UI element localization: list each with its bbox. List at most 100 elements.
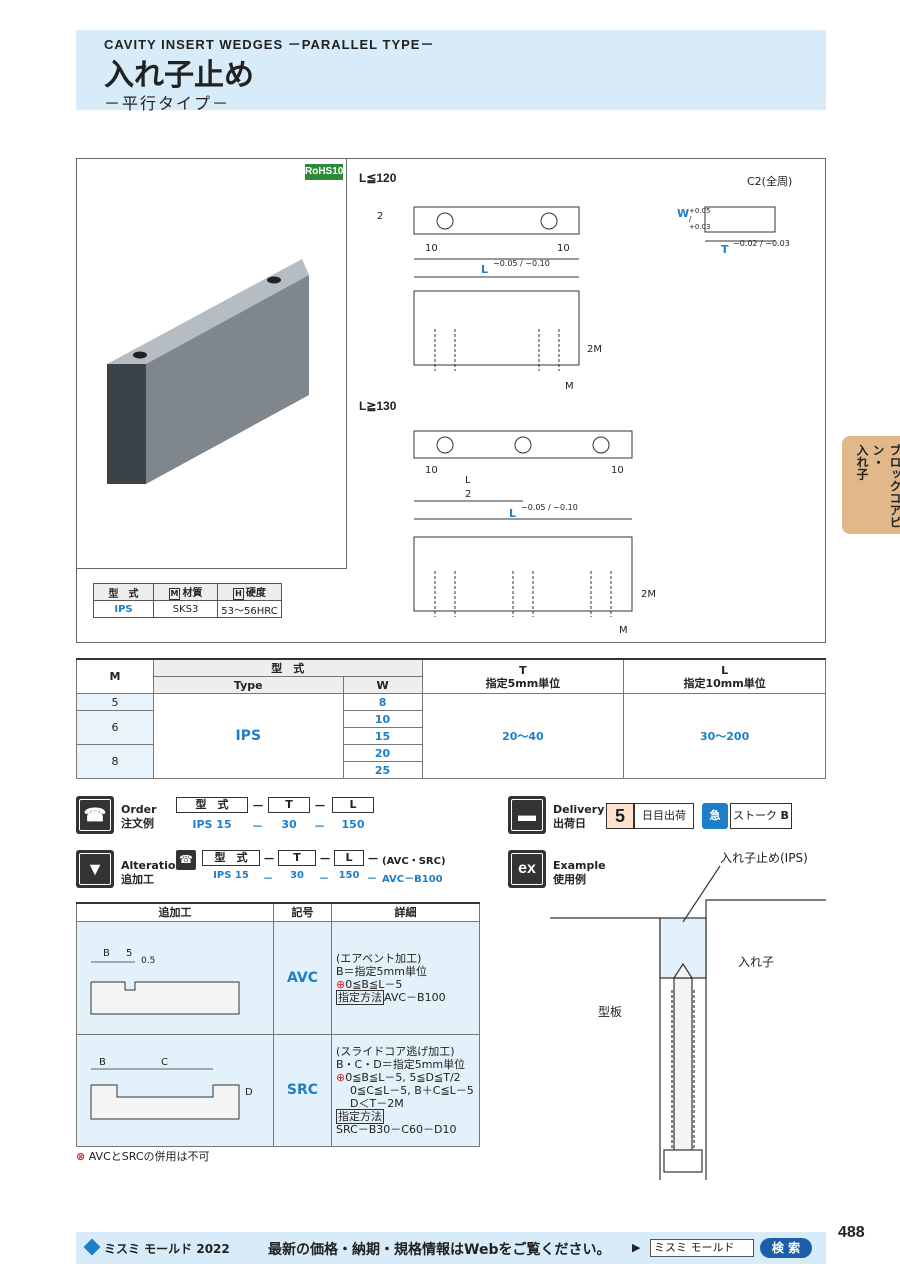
alt-v-dash-1: － <box>263 874 273 885</box>
order-v-dash-2: － <box>314 820 325 833</box>
title-en: CAVITY INSERT WEDGES －PARALLEL TYPE－ <box>104 37 435 52</box>
src-dim-c: C <box>161 1056 168 1068</box>
alt-label-jp: 追加工 <box>121 873 154 886</box>
footer-bar: ミスミ モールド 2022 最新の価格・納期・規格情報はWebをご覧ください。 … <box>76 1232 826 1264</box>
w-8: 8 <box>342 693 423 711</box>
page-subtitle: －平行タイプ－ <box>104 94 231 113</box>
src-dim-d: D <box>245 1086 253 1098</box>
m-6: 6 <box>76 710 154 745</box>
alt-h-l: L <box>334 850 364 866</box>
w-15: 15 <box>342 727 423 745</box>
order-h-t: T <box>268 797 310 813</box>
l-label: L <box>481 263 489 276</box>
ban-note: AVCとSRCの併用は不可 <box>88 1150 210 1163</box>
avc-how-val: AVC－B100 <box>384 990 446 1004</box>
alt-v-option: AVC－B100 <box>382 874 443 885</box>
alt-h-type: 型 式 <box>202 850 260 866</box>
dim-m-2: M <box>619 625 628 636</box>
alt-dash-1: － <box>263 852 276 866</box>
example-callout: 入れ子止め(IPS) <box>720 851 808 865</box>
src-how-val: SRC－B30－C60－D10 <box>336 1122 457 1136</box>
product-image-panel: RoHS10 <box>77 159 347 569</box>
delivery-label-en: Delivery <box>553 803 605 816</box>
spec-h-material: 材質 <box>182 588 203 599</box>
product-image <box>107 259 309 484</box>
w-25: 25 <box>342 761 423 779</box>
alt-dash-2: － <box>319 852 332 866</box>
type-ips: IPS <box>152 693 344 779</box>
w-tolerance: +0.05 / +0.03 <box>689 207 711 231</box>
at-h-alt: 追加工 <box>76 902 274 922</box>
footer-brand: ミスミ モールド 2022 <box>104 1242 230 1256</box>
technical-drawing <box>413 206 776 617</box>
order-v-type: IPS 15 <box>192 818 232 831</box>
chamfer-label: C2(全周) <box>747 175 793 188</box>
order-h-type: 型 式 <box>176 797 248 813</box>
prohibited-icon: ⊗ <box>76 1150 86 1163</box>
alt-v-dash-2: － <box>319 874 329 885</box>
hardness-mark: H <box>233 588 244 600</box>
case1-label: L≦120 <box>359 171 397 185</box>
search-button[interactable]: 検 索 <box>760 1238 812 1258</box>
express-icon: 急 <box>702 803 728 829</box>
page-header: CAVITY INSERT WEDGES －PARALLEL TYPE－ 入れ子… <box>76 30 826 113</box>
alt-v-type: IPS 15 <box>213 870 249 881</box>
delivery-days-text: 日目出荷 <box>634 803 694 829</box>
arrow-right-icon: ▶ <box>632 1241 641 1254</box>
spec-hardness: 53～56HRC <box>217 600 282 618</box>
alt-h-options: (AVC・SRC) <box>382 856 446 867</box>
dim-10-right-2: 10 <box>611 465 624 476</box>
t-tolerance: −0.02 / −0.03 <box>733 239 790 248</box>
avc-dim-05: 0.5 <box>141 955 156 966</box>
w-20: 20 <box>342 744 423 762</box>
order-dash-1: － <box>252 799 265 813</box>
stroke-text: ストーク <box>733 809 778 822</box>
avc-line2: B＝指定5mm単位 <box>336 964 427 978</box>
l-range: 30～200 <box>623 693 826 779</box>
avc-code: AVC <box>273 920 332 1035</box>
h-l: L <box>721 663 729 677</box>
category-side-tab[interactable]: ブロックコアピン・ 入れ子 <box>842 436 900 534</box>
h-l-sub: 指定10mm単位 <box>683 676 766 690</box>
alt-dash-3: － <box>367 852 380 866</box>
l-tolerance: −0.05 / −0.10 <box>493 259 550 268</box>
t-range: 20～40 <box>421 693 625 779</box>
src-line1: (スライドコア逃げ加工) <box>336 1044 455 1058</box>
t-label: T <box>721 243 729 256</box>
example-icon: ex <box>508 850 546 888</box>
src-line4: 0≦C≦L－5, B＋C≦L－5 <box>350 1083 474 1097</box>
h-t: T <box>519 663 527 677</box>
h-t-sub: 指定5mm単位 <box>485 676 561 690</box>
at-h-code: 記号 <box>273 902 332 922</box>
rohs-badge: RoHS10 <box>305 164 343 180</box>
half-l-num: L <box>465 475 471 486</box>
w-10: 10 <box>342 710 423 728</box>
order-dash-2: － <box>314 799 327 813</box>
m-8: 8 <box>76 744 154 779</box>
order-label-jp: 注文例 <box>121 817 154 830</box>
avc-how: 指定方法 <box>336 989 384 1005</box>
footer-message: 最新の価格・納期・規格情報はWebをご覧ください。 <box>268 1242 611 1258</box>
case2-label: L≧130 <box>359 399 397 413</box>
phone-icon: ☎ <box>76 796 114 834</box>
order-v-l: 150 <box>341 818 365 831</box>
side-tab-line2: 入れ子 <box>855 444 869 480</box>
alt-v-l: 150 <box>338 870 360 881</box>
misumi-logo-icon <box>83 1238 101 1256</box>
src-how: 指定方法 <box>336 1108 384 1124</box>
material-mark: M <box>168 588 181 600</box>
src-line5: D＜T－2M <box>350 1096 404 1110</box>
order-h-l: L <box>332 797 374 813</box>
side-tab-line1: ブロックコアピン・ <box>871 444 900 528</box>
avc-line3: 0≦B≦L－5 <box>345 977 403 991</box>
src-dim-b: B <box>99 1056 106 1068</box>
w-label: W <box>677 207 690 220</box>
phone-small-icon: ☎ <box>176 850 196 870</box>
avc-dim-5: 5 <box>126 947 133 959</box>
dim-m: M <box>565 381 574 392</box>
m-5: 5 <box>76 693 154 711</box>
search-input[interactable]: ミスミ モールド <box>650 1239 754 1257</box>
h-type-group: 型 式 <box>152 658 423 677</box>
h-type: Type <box>152 676 344 694</box>
